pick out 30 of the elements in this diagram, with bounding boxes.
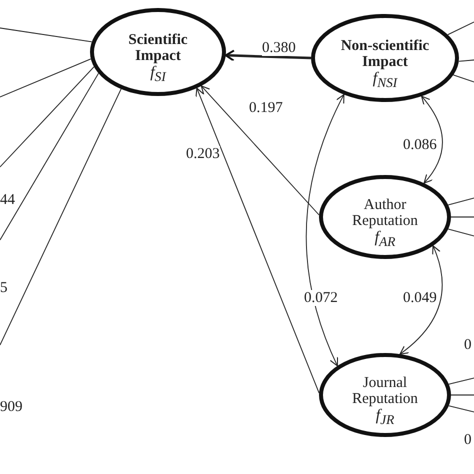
path-line: [448, 378, 474, 385]
correlation-arrow: [400, 245, 443, 355]
path-arrow: [224, 50, 312, 62]
path-line: [0, 28, 92, 42]
path-line: [450, 216, 474, 218]
correlation-arrow: [306, 94, 344, 366]
factor-symbol: f$_{JR}$: [376, 408, 394, 428]
path-line: [448, 198, 474, 206]
path-arrow: [200, 85, 320, 216]
path-line: [452, 74, 474, 82]
correlation-arrow: [421, 96, 443, 184]
path-coefficient: 0.380: [262, 40, 296, 56]
factor-symbol: f$_{NSI}$: [372, 71, 398, 92]
path-line: [448, 228, 474, 236]
factor-name: Scientific Impact: [127, 32, 189, 64]
path-line: [0, 58, 92, 98]
path-line: [448, 405, 474, 412]
path-line: [458, 60, 474, 62]
factor-symbol: f$_{AR}$: [374, 230, 396, 250]
factor-name: Non-scientific Impact: [340, 38, 430, 70]
path-line: [0, 72, 99, 240]
path-line: [0, 66, 94, 168]
factor-symbol: f$_{SI}$: [150, 65, 166, 86]
factor-name: Author Reputation: [351, 197, 419, 229]
path-line: [450, 394, 474, 396]
path-line: [447, 22, 474, 36]
factor-name: Journal Reputation: [351, 375, 419, 407]
path-line: [0, 88, 122, 346]
path-arrow: [196, 88, 320, 394]
path-coefficient: 0.072: [304, 290, 338, 306]
